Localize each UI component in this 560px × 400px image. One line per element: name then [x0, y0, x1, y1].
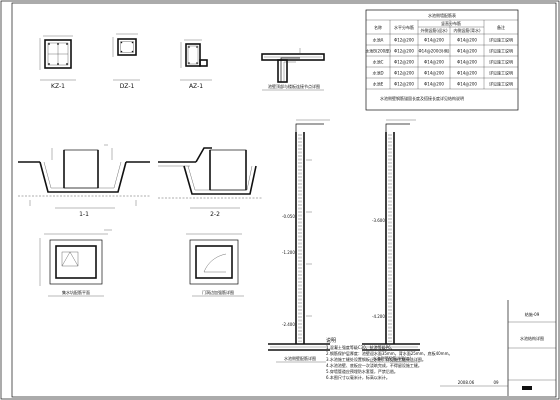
wall-elevation-left: -0.050 -1.200 -2.400 水池侧壁配筋详图	[268, 119, 330, 363]
table-cell-name: 水池A	[373, 37, 384, 43]
elevation-mark: -1.200	[282, 250, 295, 255]
table-cell-horizontal: Φ12@200	[394, 38, 414, 43]
pit-plan-label: 集水坑配筋平面	[62, 289, 90, 295]
wall-top-detail: 池壁顶部与楼板连接节点详图	[261, 48, 325, 91]
title-block: 结施-09 水池结构详图 2008.06 09	[440, 300, 556, 396]
table-cell-vert-out: Φ14@200	[457, 38, 477, 43]
table-cell-horizontal: Φ12@200	[394, 60, 414, 65]
table-cell-note: 详见施工说明	[489, 59, 513, 65]
title-mark	[522, 386, 532, 390]
table-cell-vert-in: Φ14@200	[424, 38, 444, 43]
table-cell-vert-in: Φ14@200	[424, 71, 444, 76]
table-header-name: 名称	[374, 24, 382, 30]
reinforcement-table: 水池侧墙配筋表 名称 水平分布筋 竖直分布筋 外侧竖筋(迎水) 内侧竖筋(背水)…	[365, 9, 519, 111]
az1-label: AZ-1	[189, 83, 203, 90]
elevation-mark: -0.050	[282, 214, 295, 219]
kz1-label: KZ-1	[51, 83, 65, 90]
table-cell-note: 详见施工说明	[489, 48, 513, 54]
note-line: 3.水池施工缝处设置钢板止水带，详见施工缝做法详图。	[326, 356, 426, 362]
table-cell-name: 水池E	[373, 81, 384, 87]
drawing-name-2: 结施-09	[525, 311, 540, 317]
table-row: 水池E Φ12@200 Φ14@200 Φ14@200 详见施工说明	[373, 81, 513, 87]
pit-plan: 集水坑配筋平面	[39, 229, 112, 297]
elevation-mark: -2.400	[282, 322, 295, 327]
note-line: 5.穿墙管道应预埋防水套管，严禁后凿。	[326, 368, 398, 374]
table-cell-vert-in: Φ14@200(外侧)	[419, 48, 450, 54]
dz1-label: DZ-1	[120, 83, 135, 90]
elevation-mark: -4.200	[372, 314, 385, 319]
table-cell-horizontal: Φ12@200	[394, 82, 414, 87]
table-title: 水池侧墙配筋表	[428, 12, 456, 18]
table-header-vertical: 竖直分布筋	[441, 20, 461, 26]
elev-right-label: 水池侧壁配筋详图(二)	[372, 355, 412, 361]
note-line: 2.钢筋保护层厚度：池壁迎水面35mm，背水面25mm，底板40mm。	[326, 350, 452, 356]
inner-border	[11, 2, 557, 398]
table-footnote: 水池侧壁钢筋锚固长度及搭接长度详见结构说明	[380, 95, 464, 101]
elev-left-label: 水池侧壁配筋详图	[284, 355, 316, 361]
section-2-2-label: 2-2	[210, 211, 220, 218]
section-1-1: 1-1	[18, 144, 150, 218]
table-cell-vert-out: Φ14@200	[457, 60, 477, 65]
elevation-mark: -3.600	[372, 218, 385, 223]
drawing-name: 水池结构详图	[520, 335, 544, 341]
general-notes: 说明 1.混凝土强度等级C30，抗渗等级P6。 2.钢筋保护层厚度：池壁迎水面3…	[326, 337, 452, 380]
trench-detail-label: 门洞边加强筋详图	[202, 289, 234, 295]
table-cell-name: 水池C	[373, 59, 384, 65]
column-section-kz1: KZ-1	[39, 35, 76, 90]
column-section-az1: AZ-1	[180, 39, 212, 90]
table-row: 水池D Φ12@200 Φ14@200 Φ14@200 详见施工说明	[372, 70, 513, 76]
table-row: 水池A Φ12@200 Φ14@200 Φ14@200 详见施工说明	[373, 37, 513, 43]
table-cell-horizontal: Φ12@200	[394, 71, 414, 76]
drawing-date: 2008.06	[458, 380, 475, 385]
table-cell-name: 水池D	[372, 70, 383, 76]
table-row: 水池C Φ12@200 Φ14@200 Φ14@200 详见施工说明	[373, 59, 513, 65]
trench-detail: 门洞边加强筋详图	[186, 233, 244, 297]
wall-top-detail-label: 池壁顶部与楼板连接节点详图	[268, 83, 320, 89]
table-row: 水池B(200厚) Φ12@200 Φ14@200(外侧) Φ14@200 详见…	[365, 48, 513, 54]
table-cell-name: 水池B(200厚)	[365, 48, 391, 54]
table-cell-note: 详见施工说明	[489, 70, 513, 76]
notes-title: 说明	[326, 337, 336, 344]
table-cell-vert-out: Φ14@200	[457, 49, 477, 54]
section-1-1-label: 1-1	[79, 211, 89, 218]
note-line: 4.水池池壁、底板应一次浇筑完成，不得留设施工缝。	[326, 362, 422, 368]
table-header-vertical-outer: 内侧竖筋(背水)	[453, 27, 481, 33]
table-header-note: 备注	[497, 24, 505, 30]
table-cell-note: 详见施工说明	[489, 37, 513, 43]
section-2-2: 2-2	[158, 147, 262, 218]
wall-elevation-right: -3.600 -4.200 水池侧壁配筋详图(二)	[362, 119, 420, 363]
column-section-dz1: DZ-1	[112, 33, 140, 90]
table-header-vertical-inner: 外侧竖筋(迎水)	[420, 27, 448, 33]
note-line: 6.本图尺寸以毫米计，标高以米计。	[326, 374, 390, 380]
table-header-horizontal: 水平分布筋	[394, 24, 414, 30]
table-cell-vert-out: Φ14@200	[457, 71, 477, 76]
table-cell-horizontal: Φ12@200	[394, 49, 414, 54]
note-line: 1.混凝土强度等级C30，抗渗等级P6。	[326, 344, 395, 350]
table-cell-vert-in: Φ14@200	[424, 82, 444, 87]
table-cell-note: 详见施工说明	[489, 81, 513, 87]
table-cell-vert-out: Φ14@200	[457, 82, 477, 87]
table-cell-vert-in: Φ14@200	[424, 60, 444, 65]
sheet-number: 09	[493, 380, 499, 385]
